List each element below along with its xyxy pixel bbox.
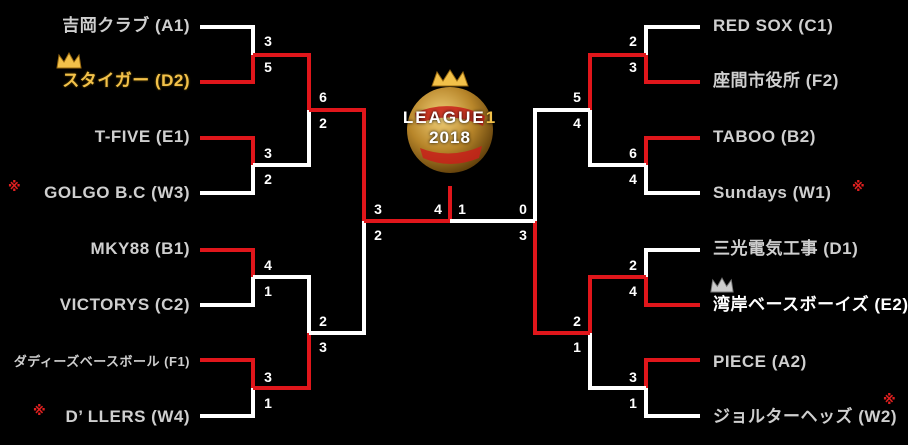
line-r-qf1-bottom xyxy=(588,110,646,167)
team-right-2: 座間市役所 (F2) xyxy=(713,71,839,90)
line-l-sf-top xyxy=(309,108,366,221)
logo-title: LEAGUE1 xyxy=(402,108,498,127)
team-right-5: 三光電気工事 (D1) xyxy=(713,239,859,258)
score-r4-top: 3 xyxy=(629,369,637,385)
team-right-4: Sundays (W1) xyxy=(713,183,832,202)
line-r1-top xyxy=(644,25,700,55)
score-r-qf1-bottom: 4 xyxy=(573,115,581,131)
team-left-5: MKY88 (B1) xyxy=(90,239,190,258)
score-r-sf-top: 0 xyxy=(519,201,527,217)
team-right-1: RED SOX (C1) xyxy=(713,16,834,35)
score-l-qf1-top: 6 xyxy=(319,89,327,105)
logo-emblem-icon xyxy=(407,69,493,173)
line-r-sf-bottom xyxy=(533,221,590,335)
team-left-4: GOLGO B.C (W3) xyxy=(44,183,190,202)
team-left-3: T-FIVE (E1) xyxy=(94,127,190,146)
line-r3-bottom xyxy=(644,277,700,307)
score-r-qf2-top: 2 xyxy=(573,313,581,329)
team-right-8: ジョルターヘッズ (W2) xyxy=(713,407,898,426)
logo-crown-icon xyxy=(431,69,469,87)
team-right-6-runner-up: 湾岸ベースボーイズ (E2) xyxy=(713,295,908,314)
score-r-sf-bottom: 3 xyxy=(519,227,527,243)
line-l2-bottom xyxy=(200,165,255,195)
line-l-qf1-bottom xyxy=(253,110,311,167)
score-r2-bottom: 4 xyxy=(629,171,637,187)
line-l-qf1-top xyxy=(253,53,311,110)
score-r-qf2-bottom: 1 xyxy=(573,339,581,355)
line-l4-bottom xyxy=(200,388,255,418)
line-l3-top xyxy=(200,248,255,277)
line-r2-top xyxy=(644,136,700,165)
line-l-sf-bottom xyxy=(309,221,366,335)
score-l2-bottom: 2 xyxy=(264,171,272,187)
line-l1-bottom xyxy=(200,55,255,84)
line-l3-bottom xyxy=(200,277,255,307)
score-l1-top: 3 xyxy=(264,33,272,49)
score-l-sf-top: 3 xyxy=(374,201,382,217)
team-right-7: PIECE (A2) xyxy=(713,352,807,371)
team-right-3: TABOO (B2) xyxy=(713,127,816,146)
line-r4-top xyxy=(644,358,700,388)
line-r2-bottom xyxy=(644,165,700,195)
line-r-qf2-top xyxy=(588,275,646,333)
score-r-qf1-top: 5 xyxy=(573,89,581,105)
score-l3-top: 4 xyxy=(264,257,272,273)
score-l1-bottom: 5 xyxy=(264,59,272,75)
score-r3-top: 2 xyxy=(629,257,637,273)
league-logo: LEAGUE1 2018 xyxy=(385,68,515,188)
line-r4-bottom xyxy=(644,388,700,418)
score-r1-top: 2 xyxy=(629,33,637,49)
score-final-right: 1 xyxy=(458,201,466,217)
line-l-qf2-top xyxy=(253,275,311,333)
score-l4-top: 3 xyxy=(264,369,272,385)
wildcard-mark-golgo: ※ xyxy=(8,179,21,194)
silver-crown-icon xyxy=(710,277,734,293)
logo-year: 2018 xyxy=(429,128,471,147)
score-l-qf2-bottom: 3 xyxy=(319,339,327,355)
line-r-qf2-bottom xyxy=(588,333,646,390)
score-l-qf2-top: 2 xyxy=(319,313,327,329)
team-left-8: D’ LLERS (W4) xyxy=(65,407,190,426)
line-l-qf2-bottom xyxy=(253,333,311,390)
line-r-sf-top xyxy=(533,108,590,221)
line-l1-top xyxy=(200,25,255,55)
wildcard-mark-dllers: ※ xyxy=(33,403,46,418)
score-l-sf-bottom: 2 xyxy=(374,227,382,243)
wildcard-mark-jolterheads: ※ xyxy=(883,392,896,407)
team-left-1: 吉岡クラブ (A1) xyxy=(62,16,190,35)
team-left-6: VICTORYS (C2) xyxy=(59,295,190,314)
wildcard-mark-sundays: ※ xyxy=(852,179,865,194)
score-final-left: 4 xyxy=(434,201,442,217)
score-r1-bottom: 3 xyxy=(629,59,637,75)
team-left-7: ダディーズベースボール (F1) xyxy=(13,354,190,369)
line-r-qf1-top xyxy=(588,53,646,110)
score-r4-bottom: 1 xyxy=(629,395,637,411)
line-l4-top xyxy=(200,358,255,388)
score-l2-top: 3 xyxy=(264,145,272,161)
team-left-2-champion: スタイガー (D2) xyxy=(62,71,190,90)
score-r2-top: 6 xyxy=(629,145,637,161)
score-r3-bottom: 4 xyxy=(629,283,637,299)
line-r1-bottom xyxy=(644,55,700,84)
score-l4-bottom: 1 xyxy=(264,395,272,411)
line-l2-top xyxy=(200,136,255,165)
gold-crown-icon xyxy=(56,51,82,69)
score-l-qf1-bottom: 2 xyxy=(319,115,327,131)
line-r3-top xyxy=(644,248,700,277)
score-l3-bottom: 1 xyxy=(264,283,272,299)
